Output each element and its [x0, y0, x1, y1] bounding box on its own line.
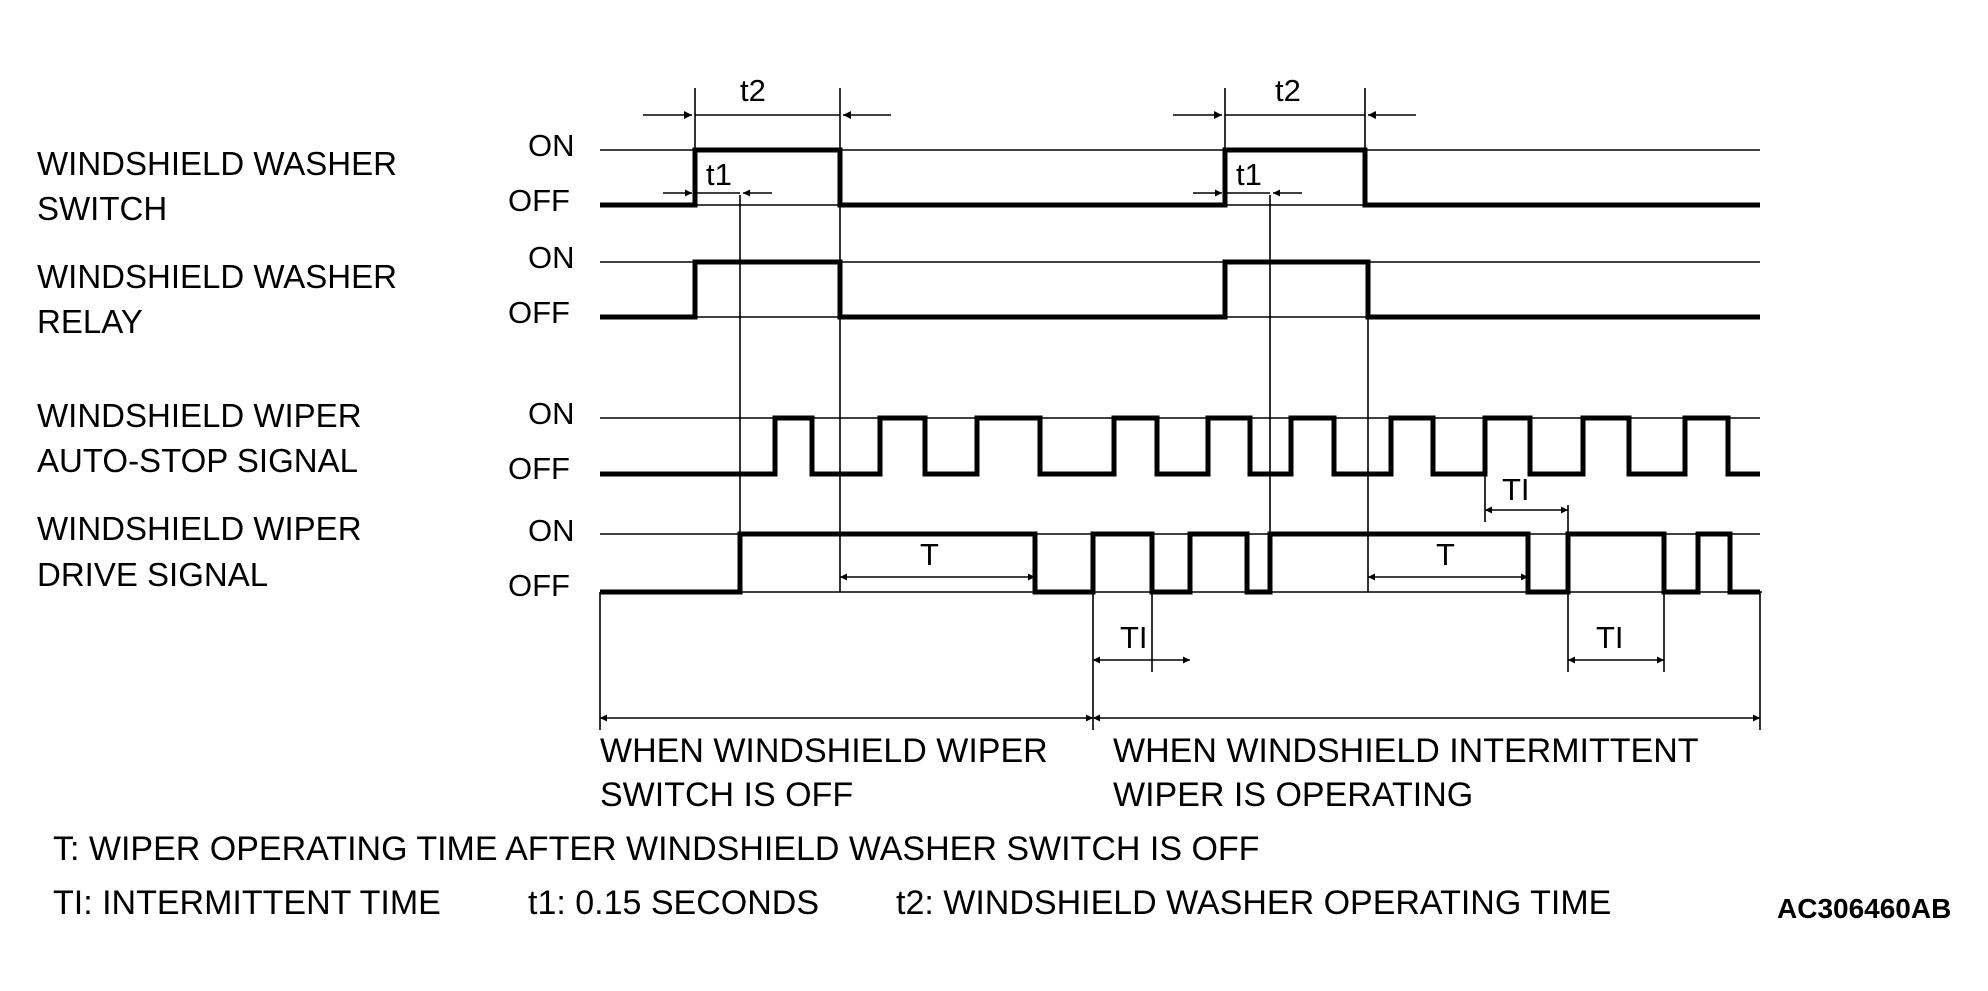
washer-relay-waveform: [600, 259, 1760, 320]
drive-signal-waveform: [600, 531, 1760, 595]
section-left-caption-line1: WHEN WINDSHIELD WIPER: [600, 732, 1048, 770]
T-label-1: T: [920, 537, 939, 572]
washer-switch-off-label: OFF: [508, 183, 570, 218]
section-left-caption-line2: SWITCH IS OFF: [600, 776, 853, 814]
section-right-caption-line1: WHEN WINDSHIELD INTERMITTENT: [1113, 732, 1699, 770]
TI-label-1: TI: [1120, 620, 1148, 655]
washer-switch-name-line1: WINDSHIELD WASHER: [37, 145, 397, 182]
washer-relay-off-label: OFF: [508, 295, 570, 330]
drive-signal-off-label: OFF: [508, 568, 570, 603]
washer-relay-name-line1: WINDSHIELD WASHER: [37, 258, 397, 295]
legend-T: T: WIPER OPERATING TIME AFTER WINDSHIELD…: [53, 830, 1259, 868]
section-right-caption-line2: WIPER IS OPERATING: [1113, 776, 1473, 814]
TI-label-3: TI: [1502, 472, 1530, 507]
TI-label-2: TI: [1596, 620, 1624, 655]
auto-stop-waveform: [600, 415, 1760, 477]
t2-label-2: t2: [1275, 73, 1301, 108]
T-label-2: T: [1436, 537, 1455, 572]
legend-TI: TI: INTERMITTENT TIME: [53, 884, 441, 922]
drive-signal-name-line1: WINDSHIELD WIPER: [37, 510, 362, 547]
washer-switch-name-line2: SWITCH: [37, 190, 167, 227]
auto-stop-name-line2: AUTO-STOP SIGNAL: [37, 442, 358, 479]
washer-relay-on-label: ON: [528, 240, 575, 275]
washer-relay-name-line2: RELAY: [37, 303, 143, 340]
auto-stop-off-label: OFF: [508, 451, 570, 486]
auto-stop-name-line1: WINDSHIELD WIPER: [37, 397, 362, 434]
washer-switch-waveform: [600, 147, 1760, 208]
auto-stop-on-label: ON: [528, 396, 575, 431]
figure-code: AC306460AB: [1777, 893, 1951, 924]
drive-signal-on-label: ON: [528, 513, 575, 548]
t1-label-2: t1: [1236, 157, 1262, 192]
drive-signal-name-line2: DRIVE SIGNAL: [37, 556, 268, 593]
legend-t2: t2: WINDSHIELD WASHER OPERATING TIME: [896, 884, 1611, 922]
t2-label-1: t2: [740, 73, 766, 108]
washer-switch-on-label: ON: [528, 128, 575, 163]
t1-label-1: t1: [706, 157, 732, 192]
legend-t1: t1: 0.15 SECONDS: [528, 884, 819, 922]
